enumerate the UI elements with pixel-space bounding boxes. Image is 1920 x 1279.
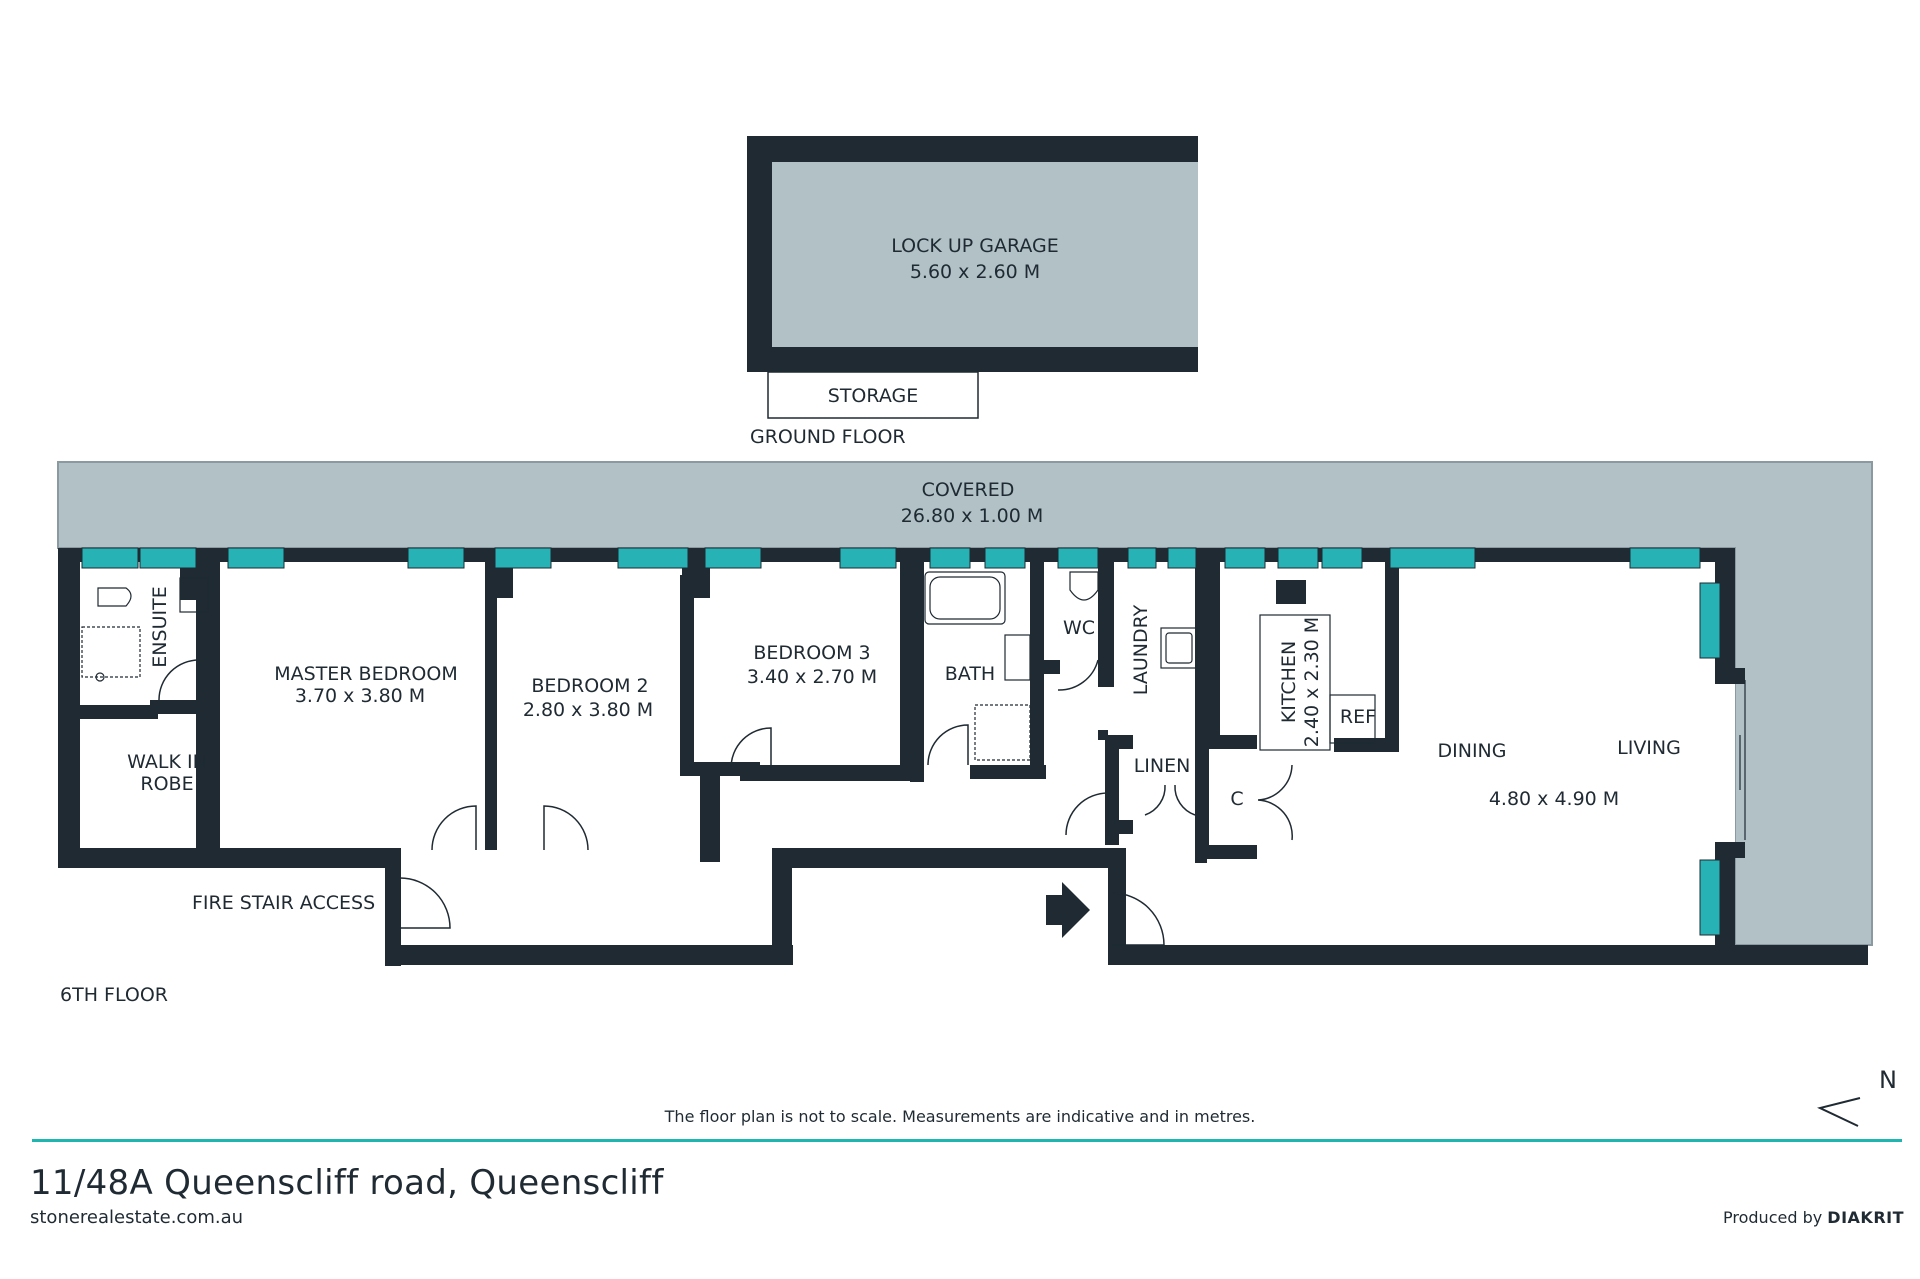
storage-label: STORAGE <box>828 385 918 407</box>
living-size: 4.80 x 4.90 M <box>1489 788 1619 810</box>
footer-divider <box>32 1139 1902 1142</box>
compass-label: N <box>1879 1066 1897 1094</box>
ref-label: REF <box>1340 706 1376 728</box>
laundry-label: LAUNDRY <box>1130 604 1152 695</box>
master-bedroom-size: 3.70 x 3.80 M <box>295 685 425 707</box>
covered-size: 26.80 x 1.00 M <box>901 505 1043 527</box>
kitchen-size: 2.40 x 2.30 M <box>1301 617 1323 747</box>
windows <box>81 547 1721 936</box>
cupboard-label: C <box>1230 788 1243 810</box>
ensuite-label: ENSUITE <box>149 586 171 667</box>
producer-credit: Produced by DIAKRIT <box>1723 1208 1904 1227</box>
ground-floor-label: GROUND FLOOR <box>750 426 906 448</box>
garage-size: 5.60 x 2.60 M <box>910 261 1040 283</box>
covered-name: COVERED <box>922 479 1015 501</box>
fixtures <box>81 571 1746 840</box>
kitchen-name: KITCHEN <box>1278 641 1300 723</box>
storage-room <box>767 371 979 419</box>
apartment-floor <box>58 548 1735 958</box>
walkin-label-1: WALK IN <box>127 751 207 773</box>
bath-label: BATH <box>945 663 995 685</box>
living-label: LIVING <box>1617 737 1681 759</box>
wc-label: WC <box>1063 617 1095 639</box>
master-bedroom-name: MASTER BEDROOM <box>274 663 457 685</box>
garage <box>747 136 1198 419</box>
property-address: 11/48A Queenscliff road, Queenscliff <box>30 1163 664 1203</box>
doors <box>158 659 1293 946</box>
bedroom-2-size: 2.80 x 3.80 M <box>523 699 653 721</box>
producer-prefix: Produced by <box>1723 1208 1823 1227</box>
agency-website: stonerealestate.com.au <box>30 1207 244 1228</box>
bedroom-3-name: BEDROOM 3 <box>753 642 870 664</box>
walkin-label-2: ROBE <box>140 773 193 795</box>
dining-label: DINING <box>1438 740 1507 762</box>
bedroom-3-size: 3.40 x 2.70 M <box>747 666 877 688</box>
compass-north-icon <box>1817 1097 1861 1127</box>
fire-stair-label: FIRE STAIR ACCESS <box>192 892 375 914</box>
sixth-floor-label: 6TH FLOOR <box>60 984 168 1006</box>
disclaimer: The floor plan is not to scale. Measurem… <box>664 1107 1256 1126</box>
garage-name: LOCK UP GARAGE <box>891 235 1059 257</box>
entrance-arrow-icon <box>1046 882 1090 938</box>
linen-label: LINEN <box>1134 755 1191 777</box>
producer-brand: DIAKRIT <box>1827 1208 1904 1227</box>
bedroom-2-name: BEDROOM 2 <box>531 675 648 697</box>
